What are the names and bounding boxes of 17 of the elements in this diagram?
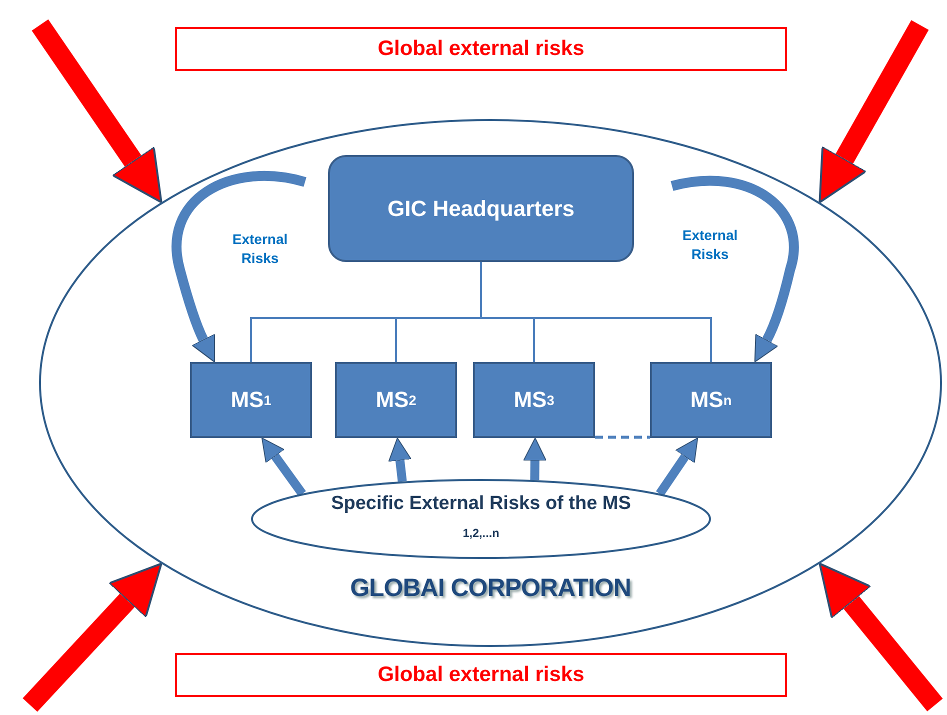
corporation-title: GLOBAI CORPORATION <box>349 574 632 603</box>
corporation-ellipse <box>38 118 943 648</box>
arrow <box>388 438 412 482</box>
arrow <box>818 20 929 204</box>
banner-box: Global external risks <box>175 27 787 71</box>
banner-box: Global external risks <box>175 653 787 697</box>
arrow <box>172 171 306 363</box>
dashed-line <box>595 436 650 439</box>
headquarters-box: GIC Headquarters <box>328 155 634 262</box>
arrow <box>523 438 547 480</box>
arrow <box>32 19 162 204</box>
arrow <box>261 438 306 496</box>
arrow <box>818 562 943 712</box>
arrow <box>22 562 162 712</box>
arrow <box>656 438 698 496</box>
arrow <box>671 176 799 363</box>
connector-line <box>480 262 712 362</box>
